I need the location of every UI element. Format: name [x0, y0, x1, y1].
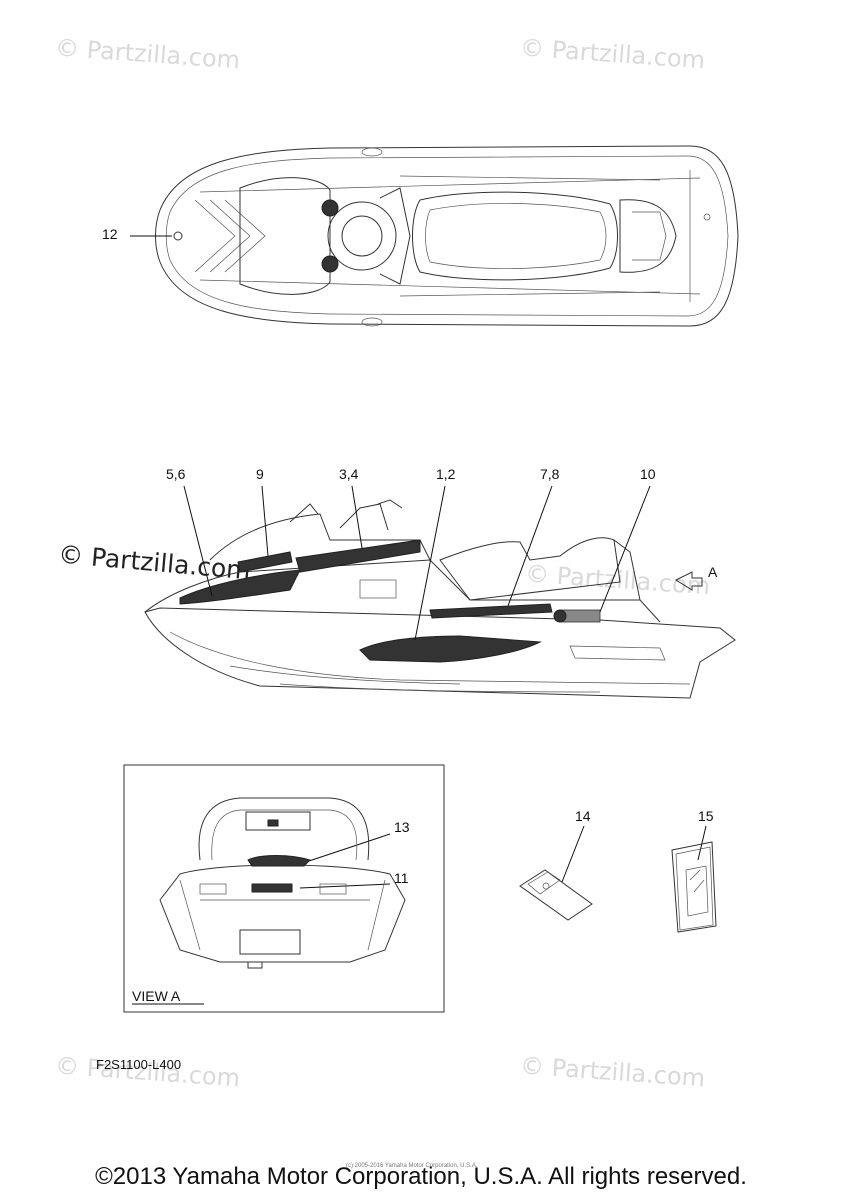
callout-a: A: [708, 564, 718, 580]
leader-lines: [130, 235, 707, 889]
copyright-notice: ©2013 Yamaha Motor Corporation, U.S.A. A…: [95, 1163, 747, 1190]
callout-5-6: 5,6: [166, 466, 186, 482]
item-15-sheet: [671, 841, 717, 933]
callout-3-4: 3,4: [339, 466, 359, 482]
view-a-label: VIEW A: [132, 988, 181, 1004]
callout-11: 11: [394, 870, 409, 886]
callout-12: 12: [102, 226, 118, 242]
top-view-watercraft: [155, 145, 739, 327]
callout-14: 14: [575, 808, 591, 824]
item-14-card: [519, 869, 593, 921]
small-copyright: (c) 2005-2016 Yamaha Motor Corporation, …: [346, 1163, 478, 1169]
view-a-box: [123, 764, 445, 1013]
side-view-watercraft: [144, 499, 736, 699]
diagram-code: F2S1100-L400: [96, 1057, 182, 1072]
callout-7-8: 7,8: [540, 466, 560, 482]
callout-10: 10: [640, 466, 656, 482]
callout-9: 9: [256, 466, 264, 482]
callout-13: 13: [394, 819, 410, 835]
callout-15: 15: [698, 808, 714, 824]
callout-1-2: 1,2: [436, 466, 456, 482]
